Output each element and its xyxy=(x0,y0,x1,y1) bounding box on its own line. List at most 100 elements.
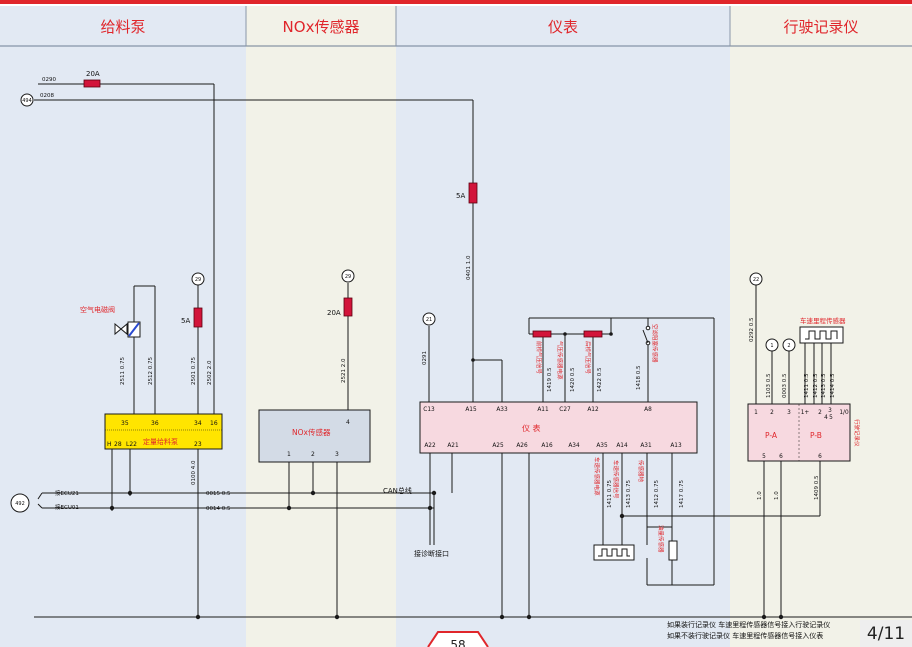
wire-0014-label: 0014 0.5 xyxy=(206,506,231,512)
wire-0292-label: 0292 0.5 xyxy=(749,317,755,342)
meter-pin-a11: A11 xyxy=(537,407,549,413)
fuse-f4-label: 5A xyxy=(456,192,465,200)
connector-1 xyxy=(765,338,779,352)
fuel-sensor-icon xyxy=(668,540,678,561)
pump-pin-16: 16 xyxy=(210,420,218,427)
sensor-ground-label: 传感器地 xyxy=(637,460,645,483)
nox-pin-1: 1 xyxy=(287,451,291,458)
wire-1411-meter-label: 1411 0.75 xyxy=(607,480,613,508)
speed-pulse-sensor-icon xyxy=(593,544,635,561)
wire-1414-label: 1414 0.5 xyxy=(830,373,836,398)
speed-sensor-power-label: 车速传感器电源 xyxy=(593,457,601,496)
pump-pin-35: 35 xyxy=(121,420,129,427)
wire-1420-label: 1420 0.5 xyxy=(570,367,576,392)
recorder-pin-2b: 2 xyxy=(818,410,822,416)
recorder-sensor-label: 车速里程传感器 xyxy=(800,316,846,325)
recorder-pb-label: P-B xyxy=(810,431,822,440)
recorder-pin-3b: 3 xyxy=(828,408,832,414)
nox-pin-2: 2 xyxy=(311,451,315,458)
connector-494 xyxy=(20,93,34,107)
wire-0003-label: 0003 0.5 xyxy=(782,373,788,398)
wire-2512-label: 2512 0.75 xyxy=(148,357,154,385)
wire-0401-label: 0401 1.0 xyxy=(466,255,472,280)
wire-10b-label: 1.0 xyxy=(774,491,780,500)
page-number: 4/11 xyxy=(860,620,912,647)
diag-port-label: 接诊断接口 xyxy=(414,549,449,558)
connector-29b-label: 29 xyxy=(345,274,351,280)
meter-pin-c27: C27 xyxy=(559,407,571,413)
recorder-pa-label: P-A xyxy=(765,431,778,440)
recorder-pin-4: 4 xyxy=(824,415,828,421)
recorder-box-label: 行驶记录仪 xyxy=(853,419,861,447)
band-pump xyxy=(0,46,246,647)
recorder-pin-2: 2 xyxy=(770,410,774,416)
nox-pin-4: 4 xyxy=(346,419,350,426)
wire-1413-meter-label: 1413 0.75 xyxy=(626,480,632,508)
meter-pin-a25: A25 xyxy=(492,443,504,449)
fuse-f2 xyxy=(193,307,203,328)
wire-1409-label: 1409 0.5 xyxy=(814,475,820,500)
connector-29a-label: 29 xyxy=(195,277,201,283)
note-with-recorder: 如果装行记录仪 车速里程传感器信号接入行驶记录仪 xyxy=(667,621,831,629)
meter-box-label: 仪 表 xyxy=(522,423,541,433)
connector-21-label: 21 xyxy=(426,317,432,323)
meter-pin-a22: A22 xyxy=(424,443,436,449)
wire-0291-label: 0291 xyxy=(422,351,428,365)
nox-box-label: NOx传感器 xyxy=(292,427,331,437)
pump-pin-36: 36 xyxy=(151,420,159,427)
wire-1418-label: 1418 0.5 xyxy=(636,365,642,390)
wire-1419-label: 1419 0.5 xyxy=(547,367,553,392)
meter-pin-a34: A34 xyxy=(568,443,580,449)
recorder-pin-3: 3 xyxy=(787,410,791,416)
meter-pin-a12: A12 xyxy=(587,407,599,413)
fuse-f1-label: 20A xyxy=(86,70,100,78)
meter-pin-a26: A26 xyxy=(516,443,528,449)
wire-0100-label: 0100 4.0 xyxy=(191,460,197,485)
header-rule xyxy=(0,0,912,4)
section-title-meter: 仪表 xyxy=(547,17,578,36)
rear-pressure-sensor xyxy=(583,330,603,338)
air-filter-label: 空滤阻塞传感器 xyxy=(651,324,659,363)
section-title-recorder: 行驶记录仪 xyxy=(783,17,859,36)
connector-1-label: 1 xyxy=(770,343,773,349)
wire-0290-label: 0290 xyxy=(42,77,56,83)
fuel-sensor-label: 油量传感器 xyxy=(657,525,665,553)
recorder-pin-b6: 6 xyxy=(779,454,783,460)
section-title-nox: NOx传感器 xyxy=(282,17,360,36)
note-without-recorder: 如果不装行驶记录仪 车速里程传感器信号接入仪表 xyxy=(667,632,824,640)
pump-pin-23: 23 xyxy=(194,441,202,448)
connector-492 xyxy=(10,493,30,513)
pump-box xyxy=(104,413,223,450)
section-title-pump: 给料泵 xyxy=(100,17,146,36)
pressure-power-label: 气压传感器电源 xyxy=(556,341,564,380)
connector-22 xyxy=(749,272,763,286)
can-h-label: 接ECU21 xyxy=(55,489,79,497)
air-filter-switch-icon xyxy=(642,325,651,346)
wire-1413-label: 1413 0.5 xyxy=(821,373,827,398)
wire-2511-label: 2511 0.75 xyxy=(120,357,126,385)
meter-pin-a31: A31 xyxy=(640,443,652,449)
page-badge xyxy=(427,631,489,647)
pump-pin-l22: L22 xyxy=(126,441,137,448)
meter-pin-a21: A21 xyxy=(447,443,459,449)
recorder-pin-1plus: 1+ xyxy=(801,410,810,416)
pump-box-label: 定量给料泵 xyxy=(143,437,178,446)
connector-492-label: 492 xyxy=(15,501,25,507)
rear-pressure-label: 后桥气压信号 xyxy=(584,341,592,375)
recorder-pin-b5: 5 xyxy=(762,454,766,460)
can-l-label: 接ECU01 xyxy=(55,503,79,511)
wire-1411-label: 1411 0.5 xyxy=(804,373,810,398)
connector-29b xyxy=(341,269,355,283)
recorder-pin-10: 1/0 xyxy=(839,410,849,416)
front-pressure-label: 前桥气压信号 xyxy=(535,341,543,375)
meter-pin-a35: A35 xyxy=(596,443,608,449)
fuse-f1 xyxy=(83,79,101,88)
recorder-pulse-sensor-icon xyxy=(799,326,844,344)
wire-1417-label: 1417 0.75 xyxy=(679,480,685,508)
connector-2-label: 2 xyxy=(787,343,790,349)
meter-pin-c13: C13 xyxy=(423,407,435,413)
band-nox xyxy=(246,46,396,647)
wire-1103-label: 1103 0.5 xyxy=(766,373,772,398)
